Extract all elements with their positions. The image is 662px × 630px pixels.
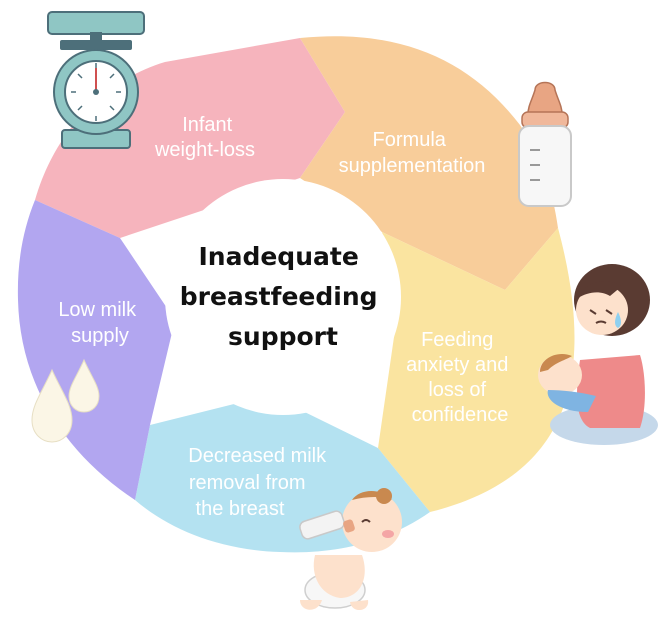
baby-bottle-icon (519, 83, 571, 207)
center-hub: Inadequate breastfeeding support (165, 179, 401, 415)
